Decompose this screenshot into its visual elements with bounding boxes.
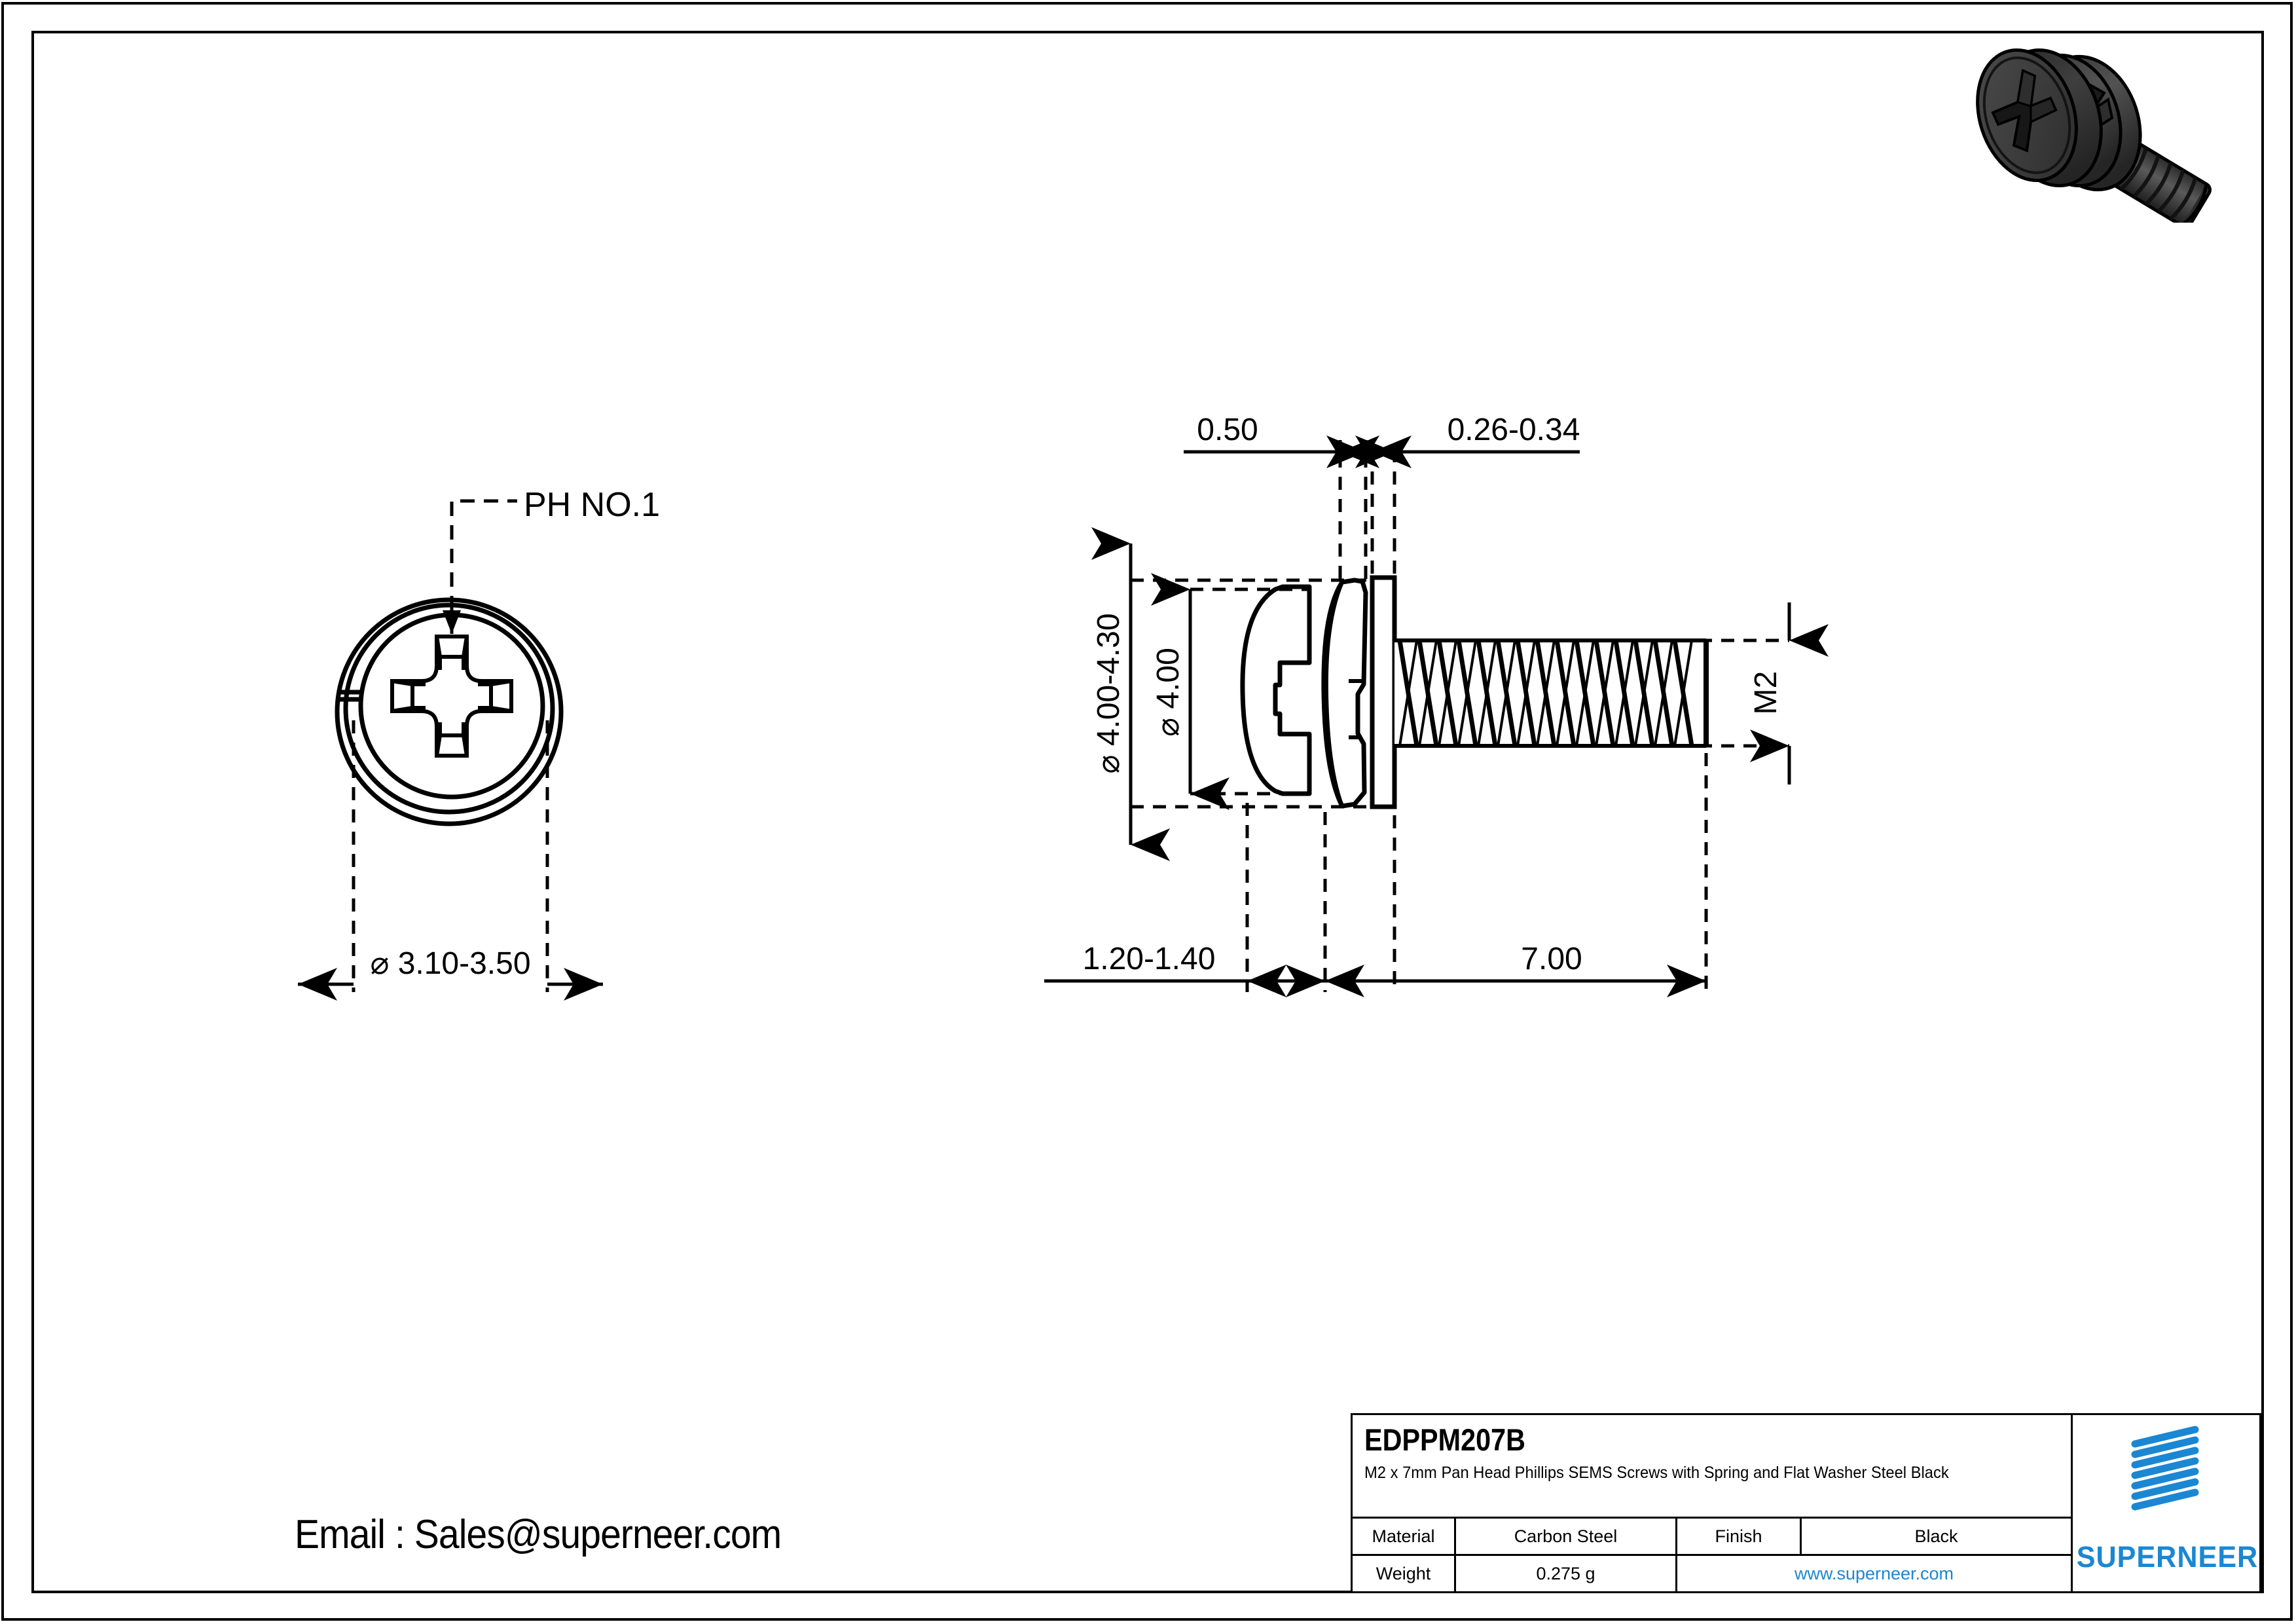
- material-value: Carbon Steel: [1456, 1519, 1677, 1554]
- flat-washer-profile: [1370, 575, 1397, 809]
- side-view-top-dimensions: 0.50 0.26-0.34: [1184, 413, 1580, 579]
- isometric-screw-render: [1976, 48, 2212, 223]
- weight-label: Weight: [1353, 1556, 1456, 1591]
- end-view-group: PH NO.1 ⌀ 3.10-3.50: [298, 486, 660, 1001]
- sheet-inner-border: [31, 31, 2264, 1593]
- email-text: Email : Sales@superneer.com: [295, 1512, 782, 1557]
- pan-head-3d: [1976, 48, 2103, 188]
- title-block-row-weight: Weight 0.275 g www.superneer.com: [1353, 1556, 2071, 1591]
- title-block-description-cell: EDPPM207B M2 x 7mm Pan Head Phillips SEM…: [1353, 1415, 2071, 1519]
- dim-700-label: 7.00: [1521, 942, 1582, 976]
- pan-head-profile: [1240, 584, 1312, 796]
- title-block-row-material: Material Carbon Steel Finish Black: [1353, 1519, 2071, 1556]
- screw-3d-body: [1976, 48, 2212, 223]
- dim-400-label: ⌀ 4.00: [1151, 648, 1186, 737]
- side-view-group: 0.50 0.26-0.34 ⌀ 4.00-4.30: [1044, 413, 1829, 997]
- superneer-logo-icon: [2131, 1426, 2198, 1511]
- endview-diameter-dim-label: ⌀ 3.10-3.50: [370, 946, 530, 981]
- dim-400-430-label: ⌀ 4.00-4.30: [1091, 613, 1126, 773]
- brand-name: SUPERNEER: [2076, 1540, 2259, 1574]
- website-link[interactable]: www.superneer.com: [1794, 1563, 1954, 1583]
- title-block-left: EDPPM207B M2 x 7mm Pan Head Phillips SEM…: [1353, 1415, 2073, 1591]
- material-label: Material: [1353, 1519, 1456, 1554]
- spring-washer-split-hint: [1349, 679, 1362, 739]
- dim-026-label: 0.26-0.34: [1448, 413, 1580, 447]
- part-number: EDPPM207B: [1364, 1422, 1525, 1457]
- finish-label: Finish: [1677, 1519, 1802, 1554]
- dim-m2-label: M2: [1749, 671, 1783, 715]
- phillips-cross-recess: [390, 635, 513, 758]
- pan-head-circle: [358, 612, 545, 800]
- part-description: M2 x 7mm Pan Head Phillips SEMS Screws w…: [1364, 1463, 1949, 1482]
- thread-helix: [1397, 640, 1694, 747]
- finish-value: Black: [1914, 1526, 1958, 1546]
- flat-washer-outer-circle: [335, 597, 564, 826]
- title-block: EDPPM207B M2 x 7mm Pan Head Phillips SEM…: [1351, 1413, 2261, 1593]
- side-view-right-dimension: M2: [1699, 602, 1829, 784]
- side-view-bottom-dimensions: 1.20-1.40 7.00: [1044, 753, 1708, 997]
- side-view-left-dimensions: ⌀ 4.00-4.30 ⌀ 4.00: [1091, 527, 1368, 861]
- spring-washer-inner-edge: [1324, 581, 1344, 807]
- spring-washer-circle: [343, 602, 555, 815]
- spring-washer-profile: [1321, 578, 1368, 809]
- dim-050-label: 0.50: [1197, 413, 1258, 447]
- ph-no1-callout-leader: [443, 499, 517, 634]
- weight-value: 0.275 g: [1456, 1556, 1677, 1591]
- brand-panel: SUPERNEER: [2073, 1415, 2259, 1591]
- ph-no1-callout-label: PH NO.1: [524, 486, 660, 524]
- dim-120-label: 1.20-1.40: [1083, 942, 1216, 976]
